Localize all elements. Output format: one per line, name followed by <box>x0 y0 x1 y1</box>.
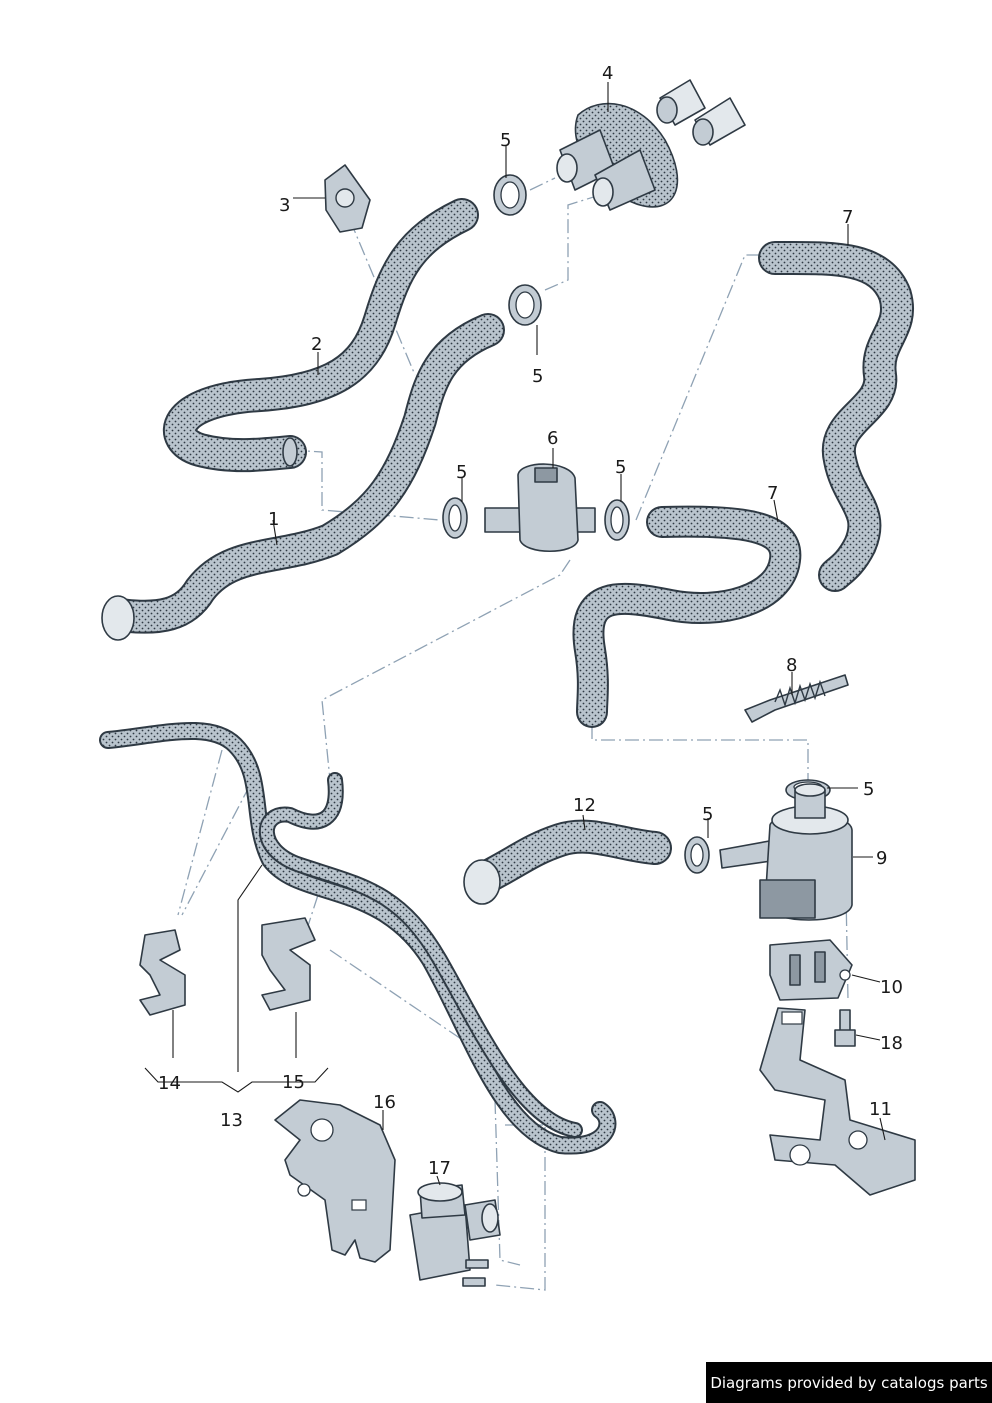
callout-14: 14 <box>158 1073 181 1094</box>
hose-1-end <box>101 595 135 641</box>
callout-13: 13 <box>220 1110 243 1131</box>
callout-5d: 5 <box>615 457 626 478</box>
clamp-5-pump-side <box>684 836 710 874</box>
hose-7-upper <box>758 240 914 592</box>
part-4-grommet <box>556 79 746 211</box>
hose-7-middle <box>572 505 802 728</box>
callout-5b: 5 <box>532 366 543 387</box>
part-3-flange <box>324 164 371 233</box>
part-18-bolt <box>834 1009 856 1047</box>
part-6-valve <box>484 463 596 553</box>
callout-18: 18 <box>880 1033 903 1054</box>
clamp-5-left-valve <box>442 497 468 539</box>
hose-2 <box>162 198 479 473</box>
callout-3: 3 <box>279 195 290 216</box>
callout-5f: 5 <box>702 804 713 825</box>
part-16-bracket <box>274 1099 396 1263</box>
callout-7b: 7 <box>767 483 778 504</box>
callout-17: 17 <box>428 1158 451 1179</box>
callout-16: 16 <box>373 1092 396 1113</box>
attribution-footer: Diagrams provided by catalogs parts <box>706 1362 992 1403</box>
part-8-clip <box>744 674 849 723</box>
hose-13 <box>99 721 617 1155</box>
callout-2: 2 <box>311 334 322 355</box>
callout-6: 6 <box>547 428 558 449</box>
part-11-bracket <box>759 1007 916 1196</box>
callout-5c: 5 <box>456 462 467 483</box>
part-17-valve <box>409 1182 501 1287</box>
part-15-clip <box>261 917 316 1011</box>
clamp-5-top <box>493 174 527 216</box>
callout-7a: 7 <box>842 207 853 228</box>
callout-10: 10 <box>880 977 903 998</box>
leader-lines <box>144 82 886 1186</box>
callout-labels: 1 2 3 4 5 5 5 5 5 5 6 7 7 8 9 10 11 12 1… <box>158 63 903 1179</box>
part-9-pump <box>719 783 853 921</box>
callout-4: 4 <box>602 63 613 84</box>
callout-5e: 5 <box>863 779 874 800</box>
callout-15: 15 <box>282 1072 305 1093</box>
callout-5a: 5 <box>500 130 511 151</box>
clamp-5-second <box>508 284 542 326</box>
callout-11: 11 <box>869 1099 892 1120</box>
part-10-bracket <box>769 939 853 1001</box>
clamp-5-right-valve <box>604 499 630 541</box>
callout-1: 1 <box>268 509 279 530</box>
callout-8: 8 <box>786 655 797 676</box>
callout-9: 9 <box>876 848 887 869</box>
attribution-text: Diagrams provided by catalogs parts <box>710 1373 988 1392</box>
part-14-clip <box>139 929 186 1016</box>
hose-12 <box>463 819 672 905</box>
callout-12: 12 <box>573 795 596 816</box>
hose-1 <box>101 313 505 641</box>
